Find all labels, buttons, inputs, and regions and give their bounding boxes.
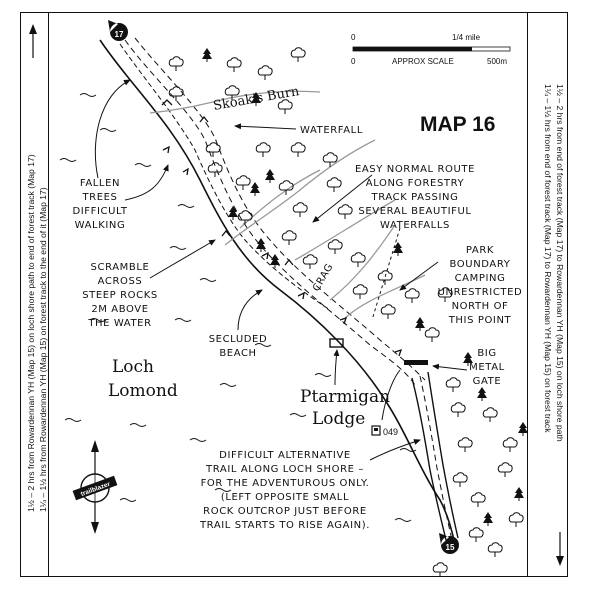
svg-text:ALONG FORESTRY: ALONG FORESTRY xyxy=(366,178,465,189)
svg-text:PARK: PARK xyxy=(466,245,494,256)
scale-distance: 500m xyxy=(487,57,507,66)
lodge-building-icon xyxy=(329,338,344,348)
svg-text:Ptarmigan: Ptarmigan xyxy=(300,387,390,407)
svg-text:STEEP ROCKS: STEEP ROCKS xyxy=(82,290,158,301)
map-area-border xyxy=(48,12,528,577)
shore-path xyxy=(119,43,331,311)
svg-text:EASY NORMAL ROUTE: EASY NORMAL ROUTE xyxy=(355,164,475,175)
label-easy-route: EASY NORMAL ROUTE ALONG FORESTRY TRACK P… xyxy=(355,164,475,231)
svg-text:17: 17 xyxy=(115,30,124,39)
svg-text:Loch: Loch xyxy=(112,357,154,377)
label-crag: CRAG xyxy=(311,262,336,294)
label-ptarmigan-lodge: Ptarmigan Lodge xyxy=(300,387,390,429)
svg-text:SCRAMBLE: SCRAMBLE xyxy=(91,262,150,273)
label-scramble: SCRAMBLE ACROSS STEEP ROCKS 2M ABOVE THE… xyxy=(82,262,158,329)
scale-bar: 1/4 mile 0 0 APPROX SCALE 500m xyxy=(351,33,511,66)
svg-text:SEVERAL BEAUTIFUL: SEVERAL BEAUTIFUL xyxy=(358,206,471,217)
marker-to-map-15: 15 xyxy=(439,533,459,554)
svg-text:(LEFT OPPOSITE SMALL: (LEFT OPPOSITE SMALL xyxy=(221,492,349,503)
svg-text:BIG: BIG xyxy=(477,348,496,359)
label-park-boundary: PARK BOUNDARY CAMPING UNRESTRICTED NORTH… xyxy=(438,245,523,326)
svg-text:FOR THE ADVENTUROUS ONLY.: FOR THE ADVENTUROUS ONLY. xyxy=(201,478,370,489)
svg-text:THE WATER: THE WATER xyxy=(87,318,151,329)
svg-text:TRACK PASSING: TRACK PASSING xyxy=(371,192,459,203)
svg-text:GATE: GATE xyxy=(473,376,502,387)
svg-text:SECLUDED: SECLUDED xyxy=(209,334,268,345)
svg-text:ACROSS: ACROSS xyxy=(98,276,143,287)
svg-text:TRAIL STARTS TO RISE AGAIN).: TRAIL STARTS TO RISE AGAIN). xyxy=(199,520,370,531)
svg-text:TREES: TREES xyxy=(81,192,117,203)
label-big-metal-gate: BIG METAL GATE xyxy=(469,348,505,387)
label-loch-lomond: Loch Lomond xyxy=(108,357,178,401)
svg-text:TRAIL ALONG LOCH SHORE –: TRAIL ALONG LOCH SHORE – xyxy=(205,464,364,475)
svg-text:BOUNDARY: BOUNDARY xyxy=(450,259,511,270)
north-arrow-left xyxy=(29,24,37,58)
svg-text:METAL: METAL xyxy=(469,362,505,373)
label-difficult-alternative: DIFFICULT ALTERNATIVE TRAIL ALONG LOCH S… xyxy=(199,450,370,531)
label-fallen-trees: FALLEN TREES DIFFICULT WALKING xyxy=(72,178,127,231)
svg-text:Lomond: Lomond xyxy=(108,381,178,401)
svg-text:DIFFICULT ALTERNATIVE: DIFFICULT ALTERNATIVE xyxy=(219,450,351,461)
svg-text:Lodge: Lodge xyxy=(312,409,365,429)
road-dashes xyxy=(419,375,453,541)
streams xyxy=(149,90,426,319)
scale-zero-bottom: 0 xyxy=(351,57,356,66)
svg-text:CAMPING: CAMPING xyxy=(455,273,506,284)
scale-quarter-mile: 1/4 mile xyxy=(452,33,481,42)
scale-approx: APPROX SCALE xyxy=(392,57,454,66)
svg-text:DIFFICULT: DIFFICULT xyxy=(72,206,127,217)
marker-to-map-17: 17 xyxy=(108,20,128,41)
trailblazer-logo-icon: trailblazer xyxy=(72,440,118,534)
svg-text:15: 15 xyxy=(446,543,455,552)
svg-text:THIS POINT: THIS POINT xyxy=(448,315,512,326)
label-secluded-beach: SECLUDED BEACH xyxy=(209,334,268,359)
svg-text:WALKING: WALKING xyxy=(75,220,126,231)
svg-text:WATERFALLS: WATERFALLS xyxy=(380,220,450,231)
loch-shoreline xyxy=(99,39,456,546)
svg-text:NORTH OF: NORTH OF xyxy=(452,301,509,312)
svg-text:BEACH: BEACH xyxy=(219,348,256,359)
south-arrow-right xyxy=(556,532,564,566)
road-south xyxy=(411,371,459,541)
forest-track xyxy=(124,37,426,386)
map-frame xyxy=(20,12,568,577)
map-title: MAP 16 xyxy=(420,113,495,136)
metal-gate-icon xyxy=(404,360,428,365)
scale-zero-top: 0 xyxy=(351,33,356,42)
water-ripples xyxy=(59,93,417,522)
phone-icon xyxy=(371,425,381,436)
label-waterfall: WATERFALL xyxy=(300,125,363,136)
phone-code: 049 xyxy=(383,427,398,437)
route-chevrons xyxy=(161,99,403,357)
svg-text:ROCK OUTCROP JUST BEFORE: ROCK OUTCROP JUST BEFORE xyxy=(203,506,367,517)
svg-text:UNRESTRICTED: UNRESTRICTED xyxy=(438,287,523,298)
svg-text:FALLEN: FALLEN xyxy=(80,178,120,189)
svg-text:2M ABOVE: 2M ABOVE xyxy=(91,304,148,315)
